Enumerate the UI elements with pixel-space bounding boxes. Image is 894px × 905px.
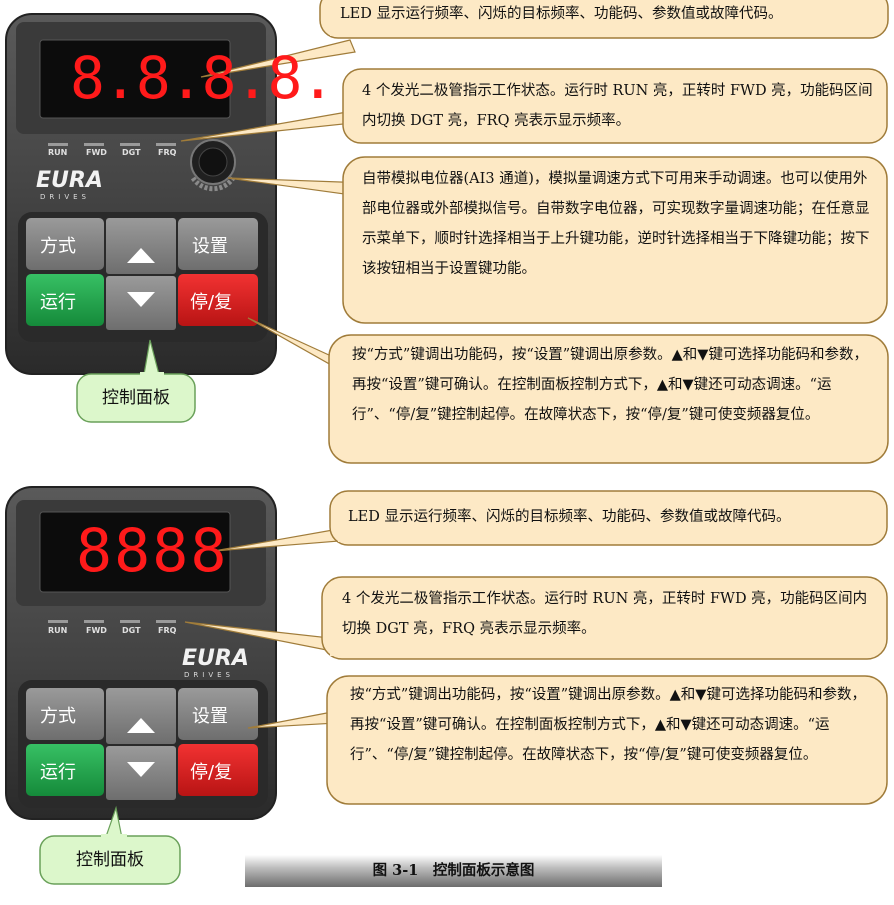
top-led-digits: 8.8.8.8. <box>70 44 335 112</box>
top-set-label: 设置 <box>192 236 228 257</box>
top-callout-4-bubble <box>328 334 889 464</box>
bottom-callout-3-text: 按“方式”键调出功能码，按“设置”键调出原参数。▲和▼键可选择功能码和参数，再按… <box>350 687 866 763</box>
top-set-key[interactable] <box>178 218 258 270</box>
top-run-key[interactable] <box>26 274 104 326</box>
top-logo: EURA <box>36 168 103 193</box>
bottom-callout-2-bubble <box>321 576 888 660</box>
bottom-indicator-fwd: FWD <box>86 626 107 635</box>
bottom-up-arrow-icon <box>127 718 155 733</box>
bottom-indicator-dgt: DGT <box>122 626 141 635</box>
bottom-callout-3-bubble <box>326 675 888 805</box>
bottom-set-label: 设置 <box>192 706 228 727</box>
top-callout-4-text: 按“方式”键调出功能码，按“设置”键调出原参数。▲和▼键可选择功能码和参数，再按… <box>352 347 868 423</box>
top-logo-sub: DRIVES <box>40 193 90 201</box>
bottom-indicator-leds <box>48 620 176 623</box>
top-indicator-fwd: FWD <box>86 148 107 157</box>
bottom-stop-label: 停/复 <box>190 762 233 783</box>
bottom-mode-label: 方式 <box>40 706 76 727</box>
bottom-set-key[interactable] <box>178 688 258 740</box>
bottom-callout-1-bubble <box>329 490 888 546</box>
bottom-callout-1-text: LED 显示运行频率、闪烁的目标频率、功能码、参数值或故障代码。 <box>348 509 791 525</box>
figure-caption: 图 3-1 控制面板示意图 <box>245 855 662 887</box>
top-run-label: 运行 <box>40 292 76 313</box>
bottom-mode-key[interactable] <box>26 688 104 740</box>
bottom-callout-2-text: 4 个发光二极管指示工作状态。运行时 RUN 亮，正转时 FWD 亮，功能码区间… <box>342 591 868 637</box>
top-potentiometer-knob[interactable] <box>190 139 236 192</box>
top-led-display <box>39 39 231 119</box>
top-stop-label: 停/复 <box>190 292 233 313</box>
bottom-led-display <box>39 511 231 593</box>
bottom-run-label: 运行 <box>40 762 76 783</box>
bottom-logo: EURA <box>182 646 249 671</box>
top-control-panel <box>5 13 277 375</box>
bottom-indicator-run: RUN <box>48 626 68 635</box>
bottom-down-arrow-icon <box>127 762 155 777</box>
top-callout-3-bubble <box>342 156 888 324</box>
top-panel-label: 控制面板 <box>102 388 170 408</box>
top-callout-2-bubble <box>342 68 888 144</box>
top-callout-3-text: 自带模拟电位器(AI3 通道)，模拟量调速方式下可用来手动调速。也可以使用外部电… <box>362 171 870 277</box>
bottom-indicator-frq: FRQ <box>158 626 177 635</box>
bottom-up-key[interactable] <box>106 688 176 744</box>
top-callout-2-text: 4 个发光二极管指示工作状态。运行时 RUN 亮，正转时 FWD 亮，功能码区间… <box>362 83 873 129</box>
top-indicator-run: RUN <box>48 148 68 157</box>
top-mode-label: 方式 <box>40 236 76 257</box>
top-label-bubble <box>76 373 196 423</box>
bottom-logo-sub: DRIVES <box>184 671 234 679</box>
bottom-run-key[interactable] <box>26 744 104 796</box>
top-indicator-dgt: DGT <box>122 148 141 157</box>
top-indicator-leds <box>48 143 176 146</box>
top-mode-key[interactable] <box>26 218 104 270</box>
top-callout-1-bubble <box>319 0 889 39</box>
bottom-stop-key[interactable] <box>178 744 258 796</box>
top-callout-1-pointer <box>200 39 356 78</box>
top-indicator-frq: FRQ <box>158 148 177 157</box>
top-stop-key[interactable] <box>178 274 258 326</box>
top-callout-1-text: LED 显示运行频率、闪烁的目标频率、功能码、参数值或故障代码。 <box>340 6 783 22</box>
top-down-arrow-icon <box>127 292 155 307</box>
bottom-control-panel <box>5 486 277 820</box>
top-up-key[interactable] <box>106 218 176 274</box>
bottom-panel-label: 控制面板 <box>76 850 144 870</box>
bottom-led-digits: 8888 <box>76 516 229 586</box>
top-up-arrow-icon <box>127 248 155 263</box>
